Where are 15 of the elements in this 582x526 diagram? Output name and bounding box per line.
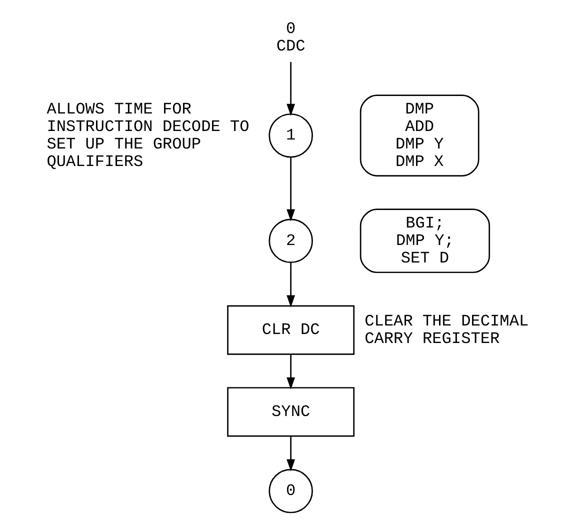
arrow — [286, 354, 295, 390]
node-circle: 2 — [268, 218, 312, 263]
node-box: CLR DC — [226, 305, 354, 355]
node-circle: 1 — [268, 113, 312, 158]
node-box: DMP ADD DMP Y DMP X — [359, 94, 479, 176]
node-label: ALLOWS TIME FOR INSTRUCTION DECODE TO SET UP THE GROUP QUALIFIERS — [46, 100, 249, 171]
node-circle: 0 — [268, 468, 312, 514]
node-box: SYNC — [226, 387, 354, 437]
node-box: BGI; DMP Y; SET D — [359, 208, 490, 274]
arrow — [286, 157, 295, 222]
arrow — [286, 262, 295, 308]
arrow — [286, 62, 295, 116]
node-text: 0 CDC — [276, 20, 305, 56]
node-label: CLEAR THE DECIMAL CARRY REGISTER — [364, 312, 528, 348]
arrow — [286, 436, 295, 472]
